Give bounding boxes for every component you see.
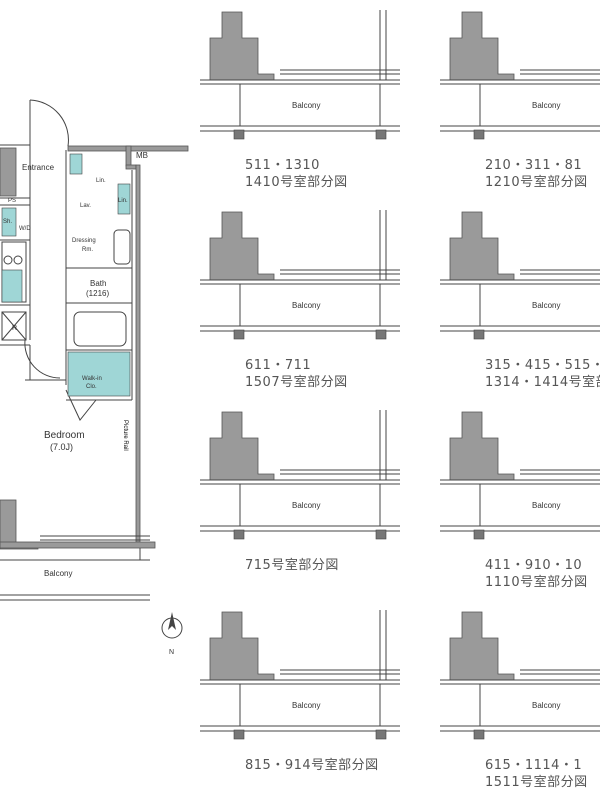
partial-plan-drawing: Balcony [200, 610, 400, 740]
bath-size-label: (1216) [86, 289, 109, 298]
partial-plan-drawing: Balcony [200, 10, 400, 140]
mb-label: MB [136, 151, 148, 160]
partial-plan-drawing: Balcony [200, 210, 400, 340]
partial-caption-line-1: 210・311・81 [485, 158, 583, 173]
partial-caption-line-2: 1511号室部分図 [485, 775, 588, 790]
balcony-label: Balcony [44, 569, 72, 578]
walkin-label-2: Clo. [86, 384, 97, 390]
partial-plan-drawing: Balcony [440, 211, 600, 340]
walkin-label: Walk-in [82, 376, 102, 382]
partial-caption: 315・415・515・1 1314・1414号室部 [485, 357, 600, 391]
partial-caption-line-2: 1507号室部分図 [245, 375, 348, 390]
ref-label: R [12, 325, 17, 332]
partial-balcony-label: Balcony [532, 501, 560, 510]
partial-caption-line-2: 1210号室部分図 [485, 175, 588, 190]
bedroom-label: Bedroom [44, 430, 85, 441]
partial-caption-line-2: 1110号室部分図 [485, 575, 588, 590]
bedroom-size-label: (7.0J) [50, 442, 73, 452]
partial-caption-line-2: 1410号室部分図 [245, 175, 348, 190]
partial-caption-line-1: 511・1310 [245, 158, 320, 173]
partial-caption-line-1: 615・1114・1 [485, 758, 583, 773]
partial-plan-drawing: Balcony [200, 410, 400, 540]
partial-balcony-label: Balcony [292, 701, 320, 710]
partial-balcony-label: Balcony [532, 701, 560, 710]
partial-balcony-label: Balcony [292, 501, 320, 510]
partial-caption: 210・311・81 1210号室部分図 [485, 157, 588, 191]
lin-label-1: Lin. [96, 178, 106, 184]
partial-caption-line-1: 611・711 [245, 358, 312, 373]
north-label: N [169, 649, 174, 656]
bath-label: Bath [90, 279, 106, 288]
partial-plan-drawing: Balcony [440, 411, 600, 540]
dressing-label: Dressing [72, 238, 96, 244]
partial-balcony-label: Balcony [292, 301, 320, 310]
wd-label: W/D [19, 226, 31, 232]
partial-balcony-label: Balcony [532, 101, 560, 110]
partial-balcony-label: Balcony [292, 101, 320, 110]
lin-label-2: Lin. [118, 198, 128, 204]
partial-balcony-label: Balcony [532, 301, 560, 310]
lav-label: Lav. [80, 203, 91, 209]
partial-caption: 611・711 1507号室部分図 [245, 357, 348, 391]
north-arrow: N [161, 612, 183, 656]
partial-caption-line-1: 815・914号室部分図 [245, 758, 379, 773]
partial-caption: 511・1310 1410号室部分図 [245, 157, 348, 191]
ps-label: PS [8, 198, 16, 204]
partial-plan-drawing: Balcony [440, 611, 600, 740]
partial-plan-drawing: Balcony [440, 11, 600, 140]
main-floor-plan: Entrance MB PS Sh. W/D R Lin. Lin. Lav. … [0, 99, 189, 656]
partial-caption-line-1: 715号室部分図 [245, 558, 339, 573]
partial-caption: 411・910・10 1110号室部分図 [485, 557, 588, 591]
picture-rail-label: Picture Rail [122, 420, 128, 451]
sh-label: Sh. [3, 219, 12, 225]
partial-caption-line-1: 411・910・10 [485, 558, 583, 573]
partial-caption: 715号室部分図 [245, 557, 339, 574]
partial-caption: 615・1114・1 1511号室部分図 [485, 757, 588, 791]
partial-caption-line-2: 1314・1414号室部 [485, 375, 600, 390]
partial-caption-line-1: 315・415・515・1 [485, 358, 600, 373]
partial-caption: 815・914号室部分図 [245, 757, 379, 774]
dressing-label-2: Rm. [82, 247, 93, 253]
entrance-label: Entrance [22, 163, 55, 172]
